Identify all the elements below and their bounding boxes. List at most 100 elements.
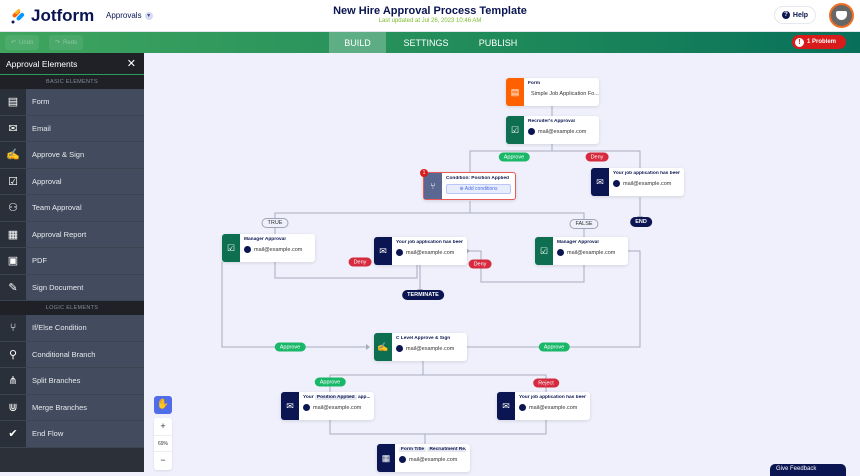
node-assignee: mail@example.com bbox=[254, 246, 303, 253]
logo-icon bbox=[11, 9, 25, 24]
user-icon bbox=[396, 345, 403, 352]
check-circle-icon: ✔ bbox=[0, 421, 26, 447]
sidebar-item[interactable]: ✎Sign Document bbox=[0, 274, 144, 301]
jotform-logo[interactable]: Jotform bbox=[10, 6, 94, 26]
sidebar-item[interactable]: ⚲Conditional Branch bbox=[0, 341, 144, 368]
redo-label: Redo bbox=[63, 39, 78, 46]
sidebar-item[interactable]: ☑Approval bbox=[0, 168, 144, 195]
team-icon: ⚇ bbox=[0, 195, 26, 221]
node-title: Your job application has been... bbox=[396, 240, 463, 245]
redo-button[interactable]: ↷Redo bbox=[49, 35, 84, 50]
sidebar-item-label: Sign Document bbox=[26, 274, 144, 300]
help-icon: ? bbox=[781, 11, 790, 19]
node-title: Manager Approval bbox=[244, 237, 286, 242]
sidebar-item[interactable]: ▦Approval Report bbox=[0, 221, 144, 248]
sidebar-item[interactable]: ✔End Flow bbox=[0, 421, 144, 448]
section-heading: LOGIC ELEMENTS bbox=[0, 301, 144, 315]
sidebar-item-label: Approval bbox=[26, 168, 144, 194]
flow-node-condition[interactable]: ⑂ Condition: Position Applied ⊕ Add condit… bbox=[420, 169, 516, 200]
tab-publish[interactable]: PUBLISH bbox=[478, 37, 518, 48]
title-part: Recruitment Re... bbox=[427, 447, 466, 452]
approve-label: Approve bbox=[314, 377, 346, 387]
title-part: Position Applied bbox=[314, 395, 357, 400]
sidebar-item-label: End Flow bbox=[26, 421, 144, 447]
title-part: Your bbox=[303, 395, 314, 400]
sidebar-item-label: Approve & Sign bbox=[26, 142, 144, 168]
help-button[interactable]: ?Help bbox=[774, 6, 816, 24]
node-title: Condition: Position Applied bbox=[446, 176, 509, 181]
flow-node-email[interactable]: ✉Your job application has been...mail@ex… bbox=[374, 237, 467, 265]
node-assignee: mail@example.com bbox=[406, 249, 455, 256]
sidebar: Approval Elements✕ BASIC ELEMENTS ▤Form✉… bbox=[0, 53, 144, 472]
condition-icon: ⑂ bbox=[424, 173, 442, 199]
sidebar-item-label: Merge Branches bbox=[26, 394, 144, 420]
zoom-controls: + 69% − bbox=[154, 418, 172, 470]
node-title: Your job application has been... bbox=[613, 171, 680, 176]
user-icon bbox=[519, 404, 526, 411]
split-icon: ⋔ bbox=[0, 368, 26, 394]
flow-node-email[interactable]: ✉Your job application has been...mail@ex… bbox=[497, 392, 590, 420]
close-icon[interactable]: ✕ bbox=[126, 58, 136, 70]
form-icon: ▤ bbox=[506, 78, 524, 106]
sidebar-item[interactable]: ⋓Merge Branches bbox=[0, 394, 144, 421]
node-assignee: mail@example.com bbox=[406, 345, 455, 352]
node-assignee: mail@example.com bbox=[313, 404, 362, 411]
sidebar-item[interactable]: ▤Form bbox=[0, 89, 144, 116]
add-conditions-button[interactable]: ⊕ Add conditions bbox=[446, 184, 511, 194]
user-icon bbox=[303, 404, 310, 411]
sidebar-header: Approval Elements✕ bbox=[0, 53, 144, 75]
error-badge: 1 bbox=[420, 169, 428, 177]
sidebar-item-label: If/Else Condition bbox=[26, 315, 144, 341]
sidebar-item[interactable]: ⚇Team Approval bbox=[0, 195, 144, 222]
node-title: Form bbox=[528, 81, 540, 86]
title-part: Form Title bbox=[399, 447, 427, 452]
undo-button[interactable]: ↶Undo bbox=[5, 35, 40, 50]
title-part: app... bbox=[357, 395, 370, 400]
section-heading: BASIC ELEMENTS bbox=[0, 75, 144, 89]
email-icon: ✉ bbox=[0, 115, 26, 141]
add-conditions-label: Add conditions bbox=[464, 186, 498, 192]
problems-button[interactable]: !1 Problem bbox=[792, 35, 846, 49]
avatar[interactable] bbox=[829, 3, 854, 28]
reject-label: Reject bbox=[533, 378, 559, 388]
approve-label: Approve bbox=[498, 152, 530, 162]
deny-label: Deny bbox=[585, 152, 609, 162]
tab-settings[interactable]: SETTINGS bbox=[403, 37, 449, 48]
sidebar-item[interactable]: ▣PDF bbox=[0, 248, 144, 275]
deny-label: Deny bbox=[468, 259, 492, 269]
node-assignee: Simple Job Application Fo... bbox=[531, 90, 599, 97]
node-assignee: mail@example.com bbox=[567, 249, 616, 256]
flow-node-email[interactable]: ✉Your job application has been...mail@ex… bbox=[591, 168, 684, 196]
zoom-in-button[interactable]: + bbox=[160, 421, 166, 431]
report-icon: ▦ bbox=[377, 444, 395, 472]
node-assignee: mail@example.com bbox=[538, 128, 587, 135]
problems-label: 1 Problem bbox=[807, 39, 837, 45]
brand-name: Jotform bbox=[31, 6, 95, 25]
sidebar-item[interactable]: ✉Email bbox=[0, 115, 144, 142]
false-label: FALSE bbox=[569, 219, 599, 229]
sidebar-item[interactable]: ⋔Split Branches bbox=[0, 368, 144, 395]
tab-build[interactable]: BUILD bbox=[329, 32, 386, 53]
app-selector[interactable]: Approvals▾ bbox=[106, 11, 153, 20]
user-icon bbox=[396, 249, 403, 256]
approval-icon: ☑ bbox=[535, 237, 553, 265]
page-title: New Hire Approval Process Template bbox=[333, 5, 527, 17]
email-icon: ✉ bbox=[591, 168, 609, 196]
last-updated: Last updated at Jul 26, 2023 10:46 AM bbox=[378, 18, 482, 24]
hand-tool-button[interactable]: ✋ bbox=[154, 396, 172, 414]
email-icon: ✉ bbox=[281, 392, 299, 420]
sidebar-item[interactable]: ⑂If/Else Condition bbox=[0, 315, 144, 342]
sidebar-item[interactable]: ✍Approve & Sign bbox=[0, 142, 144, 169]
flow-node-email[interactable]: ✉ Your Position Applied app... mail@exampl… bbox=[281, 392, 374, 420]
zoom-out-button[interactable]: − bbox=[160, 455, 166, 465]
sign-icon: ✍ bbox=[374, 333, 392, 361]
chevron-down-icon: ▾ bbox=[144, 11, 153, 20]
flow-node-report[interactable]: ▦Form Title Recruitment Re...mail@exampl… bbox=[377, 444, 470, 472]
give-feedback-button[interactable]: Give Feedback bbox=[770, 464, 846, 476]
